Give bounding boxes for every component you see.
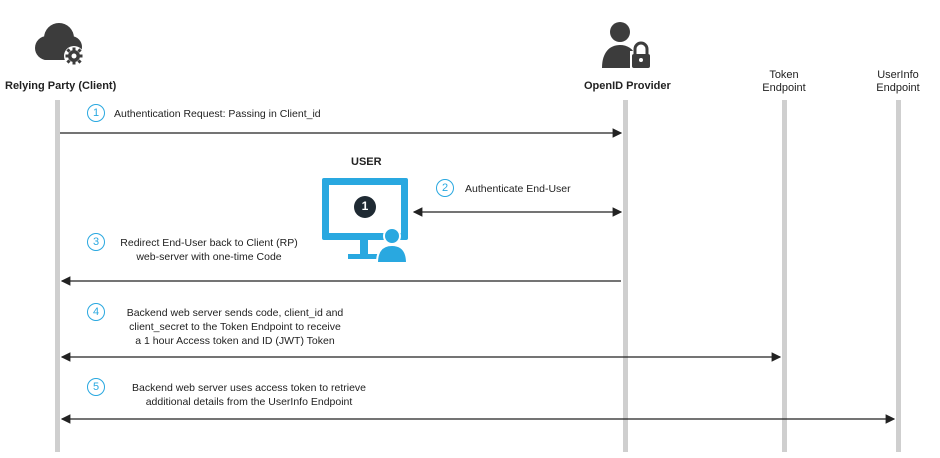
step-3-number: 3 [87, 233, 105, 251]
step-1-text: Authentication Request: Passing in Clien… [114, 108, 321, 120]
user-badge-number: 1 [361, 199, 369, 213]
step-5-number: 5 [87, 378, 105, 396]
provider-lifeline [623, 100, 628, 452]
user-lock-icon [598, 18, 654, 70]
client-label: Relying Party (Client) [5, 80, 117, 92]
userinfo-endpoint-label-line1: UserInfo [877, 69, 919, 81]
token-endpoint-label: Token Endpoint [754, 69, 814, 95]
user-label: USER [351, 156, 382, 168]
step-4-text-line2: client_secret to the Token Endpoint to r… [129, 321, 341, 333]
step-3-text-line2: web-server with one-time Code [136, 251, 282, 263]
userinfo-endpoint-label: UserInfo Endpoint [866, 69, 930, 95]
userinfo-endpoint-label-line2: Endpoint [876, 82, 920, 94]
userinfo-endpoint-lifeline [896, 100, 901, 452]
step-3-text-line1: Redirect End-User back to Client (RP) [120, 237, 298, 249]
token-endpoint-lifeline [782, 100, 787, 452]
cloud-gear-icon [30, 18, 90, 68]
client-lifeline [55, 100, 60, 452]
step-3-text: Redirect End-User back to Client (RP) we… [104, 236, 314, 264]
step-5-text-line1: Backend web server uses access token to … [131, 382, 367, 394]
step-4-number: 4 [87, 303, 105, 321]
token-endpoint-label-line1: Token [769, 69, 799, 81]
step-5-text-line2: additional details from the UserInfo End… [145, 396, 353, 408]
step-2-text: Authenticate End-User [465, 183, 571, 195]
step-1-number: 1 [87, 104, 105, 122]
monitor-user-icon [322, 178, 412, 266]
step-2-number: 2 [436, 179, 454, 197]
step-4-text: Backend web server sends code, client_id… [104, 306, 366, 348]
step-4-text-line3: a 1 hour Access token and ID (JWT) Token [135, 335, 335, 347]
provider-label: OpenID Provider [584, 80, 671, 92]
step-4-text-line1: Backend web server sends code, client_id… [126, 307, 344, 319]
token-endpoint-label-line2: Endpoint [762, 82, 806, 94]
step-5-text: Backend web server uses access token to … [104, 381, 394, 409]
